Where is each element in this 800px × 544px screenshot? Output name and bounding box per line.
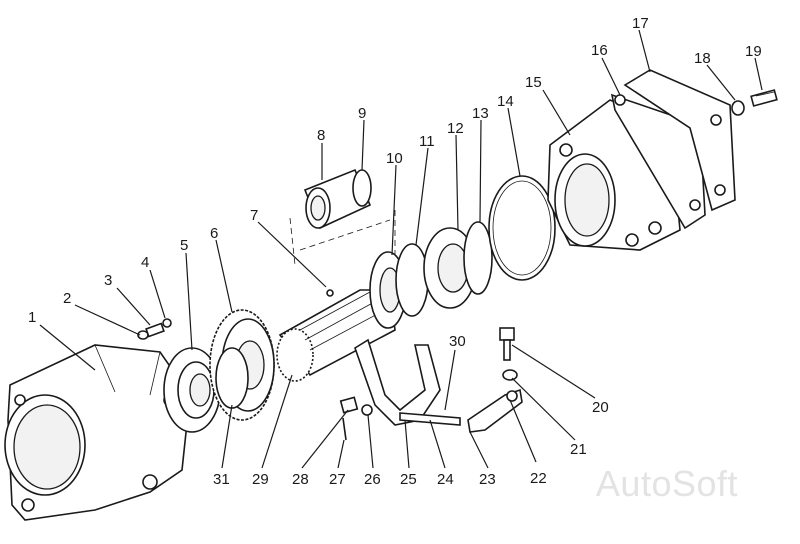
label-15: 15 [525, 74, 542, 91]
label-23: 23 [479, 471, 496, 488]
part-27-pin [342, 417, 347, 441]
label-17: 17 [632, 15, 649, 32]
part-29-shaft [276, 289, 396, 382]
label-31: 31 [213, 471, 230, 488]
label-9: 9 [358, 105, 366, 122]
part-21-washer [502, 369, 518, 381]
part-3-bolt [145, 322, 165, 338]
part-22-lever [467, 388, 523, 433]
label-8: 8 [317, 127, 325, 144]
label-27: 27 [329, 471, 346, 488]
label-18: 18 [694, 50, 711, 67]
label-5: 5 [180, 237, 188, 254]
label-26: 26 [364, 471, 381, 488]
dashed-reference-lines [289, 210, 396, 266]
label-30: 30 [449, 333, 466, 350]
label-24: 24 [437, 471, 454, 488]
part-13-ring [463, 221, 493, 295]
leader-lines [39, 29, 763, 469]
callout-labels: 1 2 3 4 5 6 7 8 9 10 11 12 13 14 15 16 1… [28, 15, 762, 488]
label-11: 11 [419, 133, 435, 150]
part-1-housing [4, 344, 191, 521]
part-28-nut [339, 396, 359, 414]
label-10: 10 [386, 150, 403, 167]
part-18-washer [731, 100, 745, 116]
label-7: 7 [250, 207, 258, 224]
label-20: 20 [592, 399, 609, 416]
part-9-ring [352, 169, 372, 207]
watermark: AutoSoft [595, 463, 738, 504]
label-13: 13 [472, 105, 489, 122]
part-24-rod [399, 412, 461, 426]
label-2: 2 [63, 290, 71, 307]
label-1: 1 [28, 309, 36, 326]
label-28: 28 [292, 471, 309, 488]
part-4-nut [162, 318, 172, 328]
part-19-bolt [750, 89, 778, 107]
label-25: 25 [400, 471, 417, 488]
label-22: 22 [530, 470, 547, 487]
label-3: 3 [104, 272, 112, 289]
label-12: 12 [447, 120, 464, 137]
label-19: 19 [745, 43, 762, 60]
label-21: 21 [570, 441, 587, 458]
part-12-bearing [423, 227, 477, 309]
part-11-ring [395, 243, 429, 317]
part-26-fork [354, 338, 441, 426]
label-29: 29 [252, 471, 269, 488]
label-4: 4 [141, 254, 149, 271]
label-16: 16 [591, 42, 608, 59]
label-14: 14 [497, 93, 514, 110]
label-6: 6 [210, 225, 218, 242]
part-20-bolt [499, 327, 515, 361]
part-31-bearing [215, 347, 249, 409]
part-14-o-ring [488, 175, 556, 281]
